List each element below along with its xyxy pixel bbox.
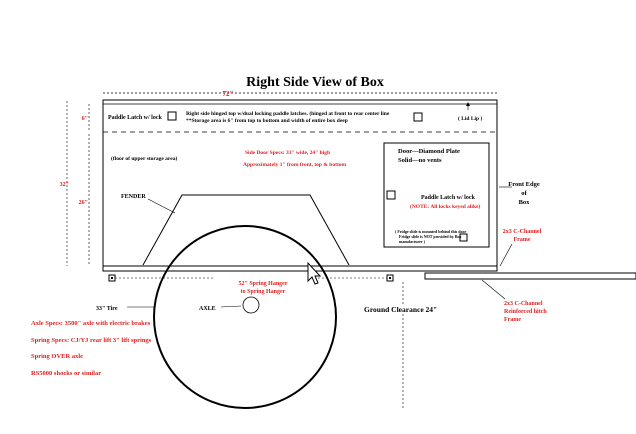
ground-clearance-label-bg [362,304,446,314]
storage-depth-label: 6" [82,116,88,122]
axle-label: AXLE [199,306,216,312]
rear-paddle-latch-icon [413,112,423,122]
hitch-frame-label-3: Frame [504,317,521,323]
side-door-specs-line2: Approximately 1" from front, top & botto… [243,162,347,168]
upper-paddle-latch-icon [167,111,177,121]
axle-hub [242,296,260,314]
upper-floor-label: (floor of upper storage area) [111,155,177,162]
rear-spring-hanger-dot [111,277,113,279]
fridge-note-line2: Fridge slide is NOT provided by Box [399,234,462,239]
axle-specs: Axle Specs: 3500" axle with electric bra… [31,320,151,327]
c-channel-frame-label-1: 2x3 C-Channel [503,229,542,235]
hitch-frame-rail [424,272,636,280]
side-door-specs-line1: Side Door Specs: 33" wide, 24" high [245,150,330,156]
spring-specs: Spring Specs: CJ/YJ rear lift 3" lift sp… [31,337,152,344]
c-channel-frame-label-2: Frame [514,237,531,243]
ground-clearance-label: Ground Clearance 24" [364,305,437,314]
fridge-note-line1: ( Fridge slide is mounted behind this do… [395,229,466,234]
tire-outline [153,225,337,409]
lower-height-label: 26" [79,200,88,206]
diagram-title: Right Side View of Box [246,75,384,90]
fender-pointer [147,198,176,214]
front-edge-label-1: Front Edge [508,181,540,188]
door-material-label: Door—Diamond Plate [398,148,460,155]
fender-label: FENDER [121,194,146,200]
main-frame-rail [102,265,498,272]
front-edge-label-3: Box [519,199,531,206]
fender-outline [142,194,350,266]
locks-keyed-note: (NOTE: All locks keyed alike) [410,203,480,210]
side-door-panel [383,142,490,248]
spring-hanger-label-2: to Spring Hanger [241,289,286,295]
hinged-top-note: Right side hinged top w/dual locking pad… [186,110,390,117]
upper-paddle-latch-label: Paddle Latch w/ lock [108,115,162,121]
mouse-cursor-icon [307,261,322,285]
spring-over-axle: Spring OVER axle [31,353,83,360]
front-edge-label-2: of [521,190,527,197]
door-vents-label: Solid—no vents [398,157,442,164]
fridge-note-line3: manufacturer ) [399,239,426,244]
lid-lip-label: ( Lid Lip ) [458,115,482,122]
width-dimension-label: 72" [223,90,234,98]
hitch-frame-pointer [481,279,506,300]
door-handle-icon [459,233,468,242]
axle-pointer [220,305,242,308]
front-spring-hanger-dot [389,277,391,279]
hitch-frame-label-2: Reinforced hitch [504,309,547,315]
spring-hanger-label-1: 52" Spring Hanger [238,281,287,287]
box-outline [102,99,498,267]
shocks-specs: RS5000 shocks or similar [31,370,101,377]
storage-area-note: **Storage area is 6" from top to bottom … [186,118,348,124]
hitch-frame-label-1: 2x3 C-Channel [504,301,543,307]
c-channel-frame-pointer [499,243,513,267]
door-paddle-latch-label: Paddle Latch w/ lock [421,195,475,201]
box-height-label: 32" [60,182,69,188]
lid-lip-arrowhead [466,102,470,106]
door-paddle-latch-icon [386,190,396,200]
tire-label: 33" Tire [96,306,118,312]
